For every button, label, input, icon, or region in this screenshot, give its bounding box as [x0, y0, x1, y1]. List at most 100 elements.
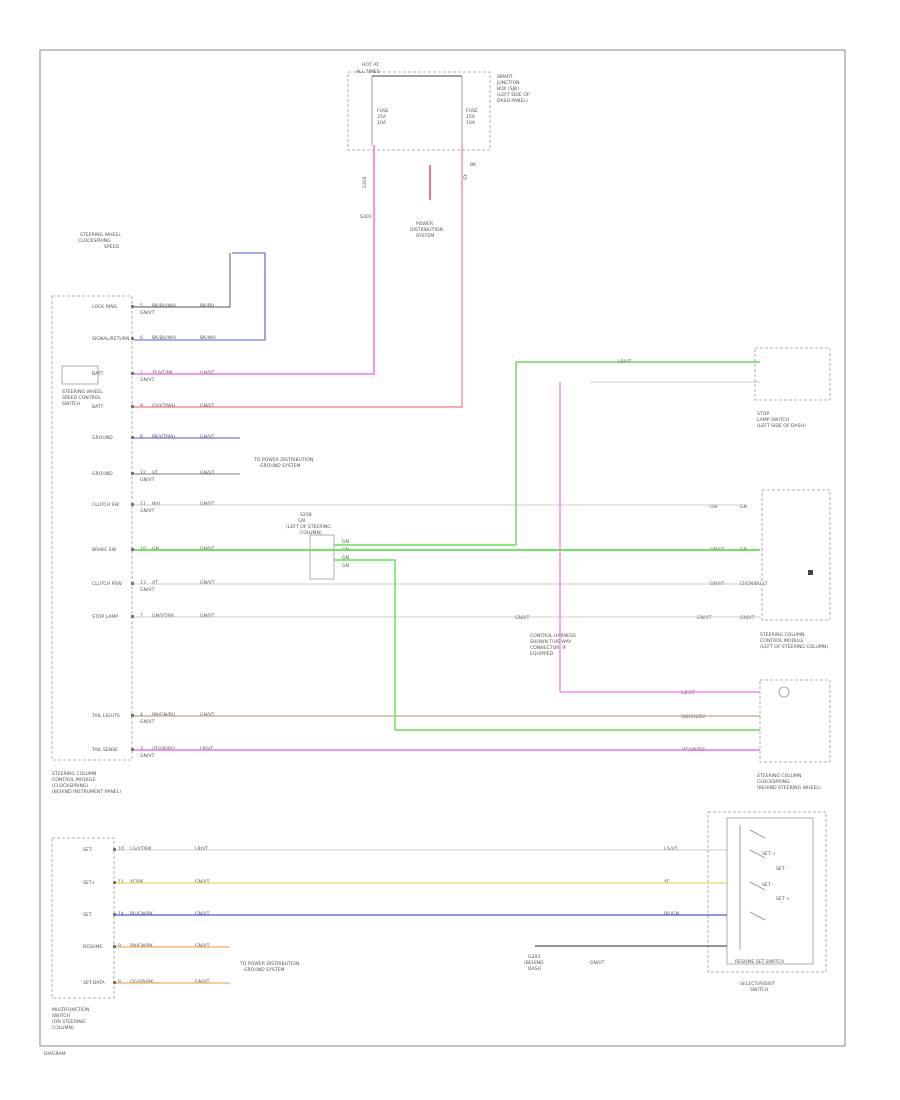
- left-pin-wire-0: BK/BU/WH: [152, 303, 176, 309]
- left-pin-wire-9: GN/VT/BK: [152, 613, 175, 619]
- bottom-left-name-1: MULTIFUNCTION: [52, 1007, 89, 1013]
- power-dist-3: SYSTEM: [416, 233, 434, 239]
- right-mid-wire-4: GN/VT: [697, 615, 712, 621]
- bottom-pin-code2-4: GN/VT: [195, 979, 210, 985]
- fuse-wire-id-1: S304: [362, 176, 368, 188]
- left-pin-right-8: GN/VT: [200, 580, 215, 586]
- left-ground-note-2: GROUND SYSTEM: [260, 463, 301, 469]
- ground-label-1: G203: [528, 954, 540, 960]
- left-pin-sub-6: GN/VT: [140, 508, 155, 514]
- left-ground-note-1: TO POWER DISTRIBUTION: [253, 457, 313, 463]
- wire-fuse-to-batt: [134, 145, 375, 375]
- fuse-hot-1: HOT AT: [362, 62, 379, 68]
- splice-label-3: (LEFT OF STEERING: [286, 524, 331, 530]
- junction-label-3: GN: [342, 555, 349, 561]
- fuse-left-1: FUSE: [377, 108, 389, 114]
- svg-text:SPEED: SPEED: [104, 244, 119, 250]
- bottom-left-name-3: (ON STEERING: [52, 1019, 86, 1025]
- left-pin-code-0: 5: [140, 303, 143, 309]
- left-pin-wire-3: GY/VT/WH: [152, 403, 175, 409]
- bottom-pin-code2-1: GN/VT: [195, 879, 210, 885]
- left-pin-label-8: CLUTCH PSW: [92, 581, 122, 587]
- wire-pink-right: [559, 382, 760, 693]
- set-label-4: SET +: [776, 896, 790, 902]
- bottom-switch-label: RESUME SET SWITCH: [735, 959, 784, 965]
- bottom-pin-wire-4: OG/GN/BK: [130, 979, 154, 985]
- bottom-ground-note-2: GROUND SYSTEM: [244, 967, 285, 973]
- left-pin-dot-6: [131, 503, 134, 506]
- bottom-pin-label-4: SET-DATA: [83, 980, 106, 986]
- svg-text:STEERING WHEEL: STEERING WHEEL: [80, 232, 121, 238]
- left-pin-right-3: GN/VT: [200, 403, 215, 409]
- left-pin-dot-4: [131, 436, 134, 439]
- left-module-name-4: (BEHIND INSTRUMENT PANEL): [52, 789, 121, 795]
- splice-label-4: COLUMN): [300, 530, 322, 536]
- left-pin-wire-5: VT: [152, 470, 158, 476]
- left-pin-right-11: LB/VT: [200, 746, 213, 752]
- bottom-pin-label-1: SET+: [83, 880, 96, 886]
- svg-text:CONTROL HARNESS: CONTROL HARNESS: [530, 633, 576, 639]
- left-pin-label-11: TAIL SENSE: [91, 747, 118, 753]
- left-pin-code-9: 7: [140, 613, 143, 619]
- clock-spring-label: STEERING WHEEL CLOCKSPRING SPEED: [78, 232, 121, 250]
- left-pin-sub-10: GN/VT: [140, 719, 155, 725]
- set-label-2: SET -: [776, 866, 788, 872]
- power-dist-2: DISTRIBUTION: [410, 227, 443, 233]
- bottom-pin-right-0: LG/VT: [664, 846, 678, 852]
- bottom-pin-code2-0: LB/VT: [195, 846, 208, 852]
- right-mid-component: STEERING COLUMN CONTROL MODULE (LEFT OF …: [618, 359, 831, 650]
- sjb-label-2: JUNCTION: [496, 80, 520, 86]
- left-pin-label-0: LOCK RING: [92, 304, 118, 310]
- left-pin-sub-0: GN/VT: [140, 310, 155, 316]
- right-mid-wire-1: GN: [710, 504, 717, 510]
- bottom-pin-code-2: 14: [118, 911, 124, 917]
- left-pin-right-4: GN/VT: [200, 434, 215, 440]
- wire-green-upper: [334, 361, 760, 546]
- left-pin-label-1: SIGNAL/RETURN: [92, 336, 129, 342]
- bottom-right-name-1: SELECT/ASSIST: [740, 981, 775, 987]
- left-pin-dot-10: [131, 714, 134, 717]
- right-lower-label-1: STEERING COLUMN: [757, 773, 801, 779]
- wires: [116, 145, 760, 984]
- left-pin-label-6: CLUTCH SW: [92, 502, 119, 508]
- left-module-label-3: SWITCH: [62, 401, 80, 407]
- wire-clockspring-blue: [134, 252, 266, 341]
- left-pin-label-10: TAIL LIGHTS: [91, 713, 120, 719]
- fuse-left-3: 10A: [377, 120, 387, 126]
- left-pin-wire-11: VT/GN/RD: [152, 746, 175, 752]
- left-pin-code-5: 12: [140, 470, 146, 476]
- power-dist-1: POWER: [416, 221, 434, 227]
- left-pin-sub-11: GN/VT: [140, 753, 155, 759]
- svg-text:GN/VT: GN/VT: [515, 615, 530, 621]
- left-pin-label-2: BATT: [92, 371, 104, 377]
- set-label-3: SET -: [762, 882, 774, 888]
- left-pin-code-4: 8: [140, 434, 143, 440]
- right-mid-tag-1: GN: [740, 504, 747, 510]
- fuse-wire-id-4: BK: [470, 162, 477, 168]
- left-pin-right-1: BK/WH: [200, 335, 216, 341]
- left-pin-dot-3: [131, 405, 134, 408]
- splice-label-2: GN: [298, 518, 305, 524]
- bottom-pin-label-0: SET-: [83, 847, 93, 853]
- fuse-left-2: 15A: [377, 114, 387, 120]
- left-pin-dot-0: [131, 305, 134, 308]
- bottom-pin-wire-3: BN/GN/BK: [130, 943, 154, 949]
- left-module-label-2: SPEED CONTROL: [62, 395, 101, 401]
- bottom-pin-label-2: SET: [83, 912, 92, 918]
- svg-text:CLOCKSPRING: CLOCKSPRING: [78, 238, 111, 244]
- right-mid-label-1: STEERING COLUMN: [760, 632, 804, 638]
- left-pin-wire-6: WH: [152, 501, 160, 507]
- right-mid-label-2: CONTROL MODULE: [760, 638, 804, 644]
- bottom-pin-dot-1: [113, 881, 116, 884]
- junction-label-1: GN: [342, 539, 349, 545]
- right-lower-wire-1: BN/GN/BU: [682, 714, 705, 720]
- fuse-right-1: FUSE: [466, 108, 478, 114]
- left-pin-code-7: 10: [140, 546, 146, 552]
- right-lower-label-2: CLOCKSPRING: [757, 779, 790, 785]
- sjb-label-1: SMART: [497, 74, 513, 80]
- left-module-label-1: STEERING WHEEL: [62, 389, 103, 395]
- bottom-pin-code-1: 11: [118, 879, 124, 885]
- sjb-label-4: (LEFT SIDE OF: [497, 92, 530, 98]
- bottom-left-name-4: COLUMN): [52, 1025, 74, 1031]
- bottom-pin-code2-2: GN/VT: [195, 911, 210, 917]
